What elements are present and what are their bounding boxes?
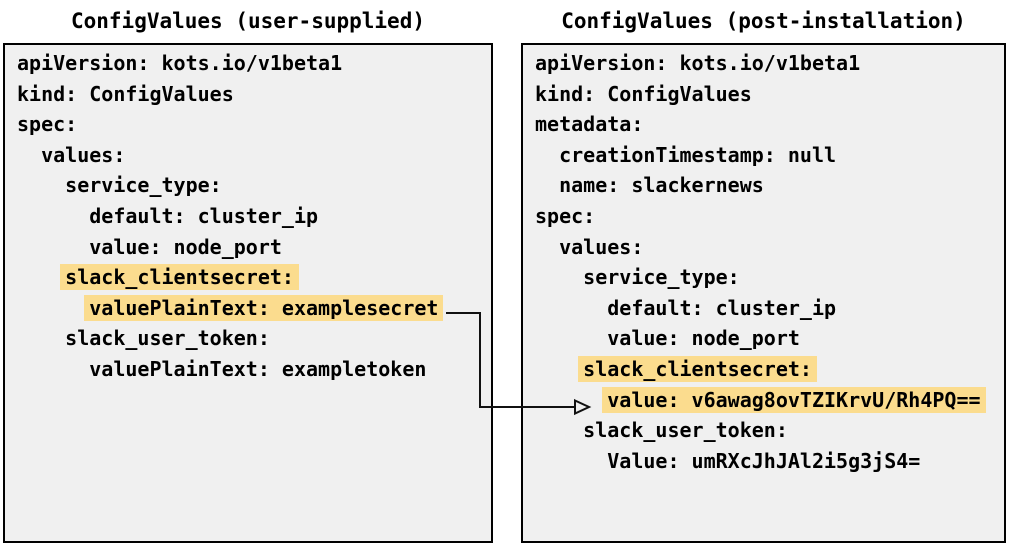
yaml-line: kind: ConfigValues xyxy=(535,79,992,110)
yaml-line: default: cluster_ip xyxy=(535,293,992,324)
yaml-text: kind: ConfigValues xyxy=(535,81,752,106)
right-panel-title: ConfigValues (post-installation) xyxy=(561,9,966,33)
yaml-text: name: slackernews xyxy=(559,173,764,198)
yaml-line-highlighted: valuePlainText: examplesecret xyxy=(17,293,479,324)
yaml-text: apiVersion: kots.io/v1beta1 xyxy=(17,51,343,75)
indent-spaces xyxy=(535,296,607,320)
indent-spaces xyxy=(535,143,559,167)
yaml-text: metadata: xyxy=(535,112,644,137)
yaml-text: creationTimestamp: null xyxy=(559,142,837,167)
yaml-text: slack_user_token: xyxy=(583,418,788,443)
indent-spaces xyxy=(535,388,607,412)
indent-spaces xyxy=(535,357,583,381)
yaml-text: service_type: xyxy=(65,173,222,198)
yaml-line: valuePlainText: exampletoken xyxy=(17,354,479,385)
post-installation-config-box: apiVersion: kots.io/v1beta1 kind: ConfigV… xyxy=(521,43,1006,543)
yaml-text: value: node_port xyxy=(89,234,282,259)
indent-spaces xyxy=(17,235,89,259)
yaml-text: spec: xyxy=(535,203,596,228)
yaml-text: slack_clientsecret: xyxy=(60,264,299,291)
yaml-text: value: node_port xyxy=(607,326,800,351)
yaml-line: spec: xyxy=(535,201,992,232)
indent-spaces xyxy=(17,265,65,289)
indent-spaces xyxy=(535,265,583,289)
yaml-line: service_type: xyxy=(535,262,992,293)
yaml-text: values: xyxy=(41,142,126,167)
indent-spaces xyxy=(17,173,65,197)
yaml-text: service_type: xyxy=(583,265,740,290)
yaml-text: slack_clientsecret: xyxy=(578,355,817,382)
yaml-line: value: node_port xyxy=(535,323,992,354)
yaml-line-highlighted: value: v6awag8ovTZIKrvU/Rh4PQ== xyxy=(535,385,992,416)
yaml-text: values: xyxy=(559,234,644,259)
yaml-line: spec: xyxy=(17,109,479,140)
yaml-line: value: node_port xyxy=(17,232,479,263)
yaml-line: creationTimestamp: null xyxy=(535,140,992,171)
yaml-text: spec: xyxy=(17,112,78,137)
yaml-line: default: cluster_ip xyxy=(17,201,479,232)
user-supplied-config-box: apiVersion: kots.io/v1beta1 kind: ConfigV… xyxy=(3,43,493,543)
indent-spaces xyxy=(535,326,607,350)
yaml-line: values: xyxy=(17,140,479,171)
yaml-text: Value: umRXcJhJAl2i5g3jS4= xyxy=(607,448,921,473)
yaml-line: service_type: xyxy=(17,170,479,201)
indent-spaces xyxy=(535,235,559,259)
yaml-line: apiVersion: kots.io/v1beta1 xyxy=(535,48,992,79)
yaml-line: values: xyxy=(535,232,992,263)
indent-spaces xyxy=(17,326,65,350)
yaml-line: slack_user_token: xyxy=(17,323,479,354)
yaml-text: default: cluster_ip xyxy=(607,295,837,320)
yaml-line: kind: ConfigValues xyxy=(17,79,479,110)
yaml-line: name: slackernews xyxy=(535,170,992,201)
yaml-line: apiVersion: kots.io/v1beta1 xyxy=(17,48,479,79)
yaml-line: slack_user_token: xyxy=(535,415,992,446)
left-panel-title: ConfigValues (user-supplied) xyxy=(70,9,425,33)
indent-spaces xyxy=(17,204,89,228)
yaml-line-highlighted: slack_clientsecret: xyxy=(17,262,479,293)
yaml-text: default: cluster_ip xyxy=(89,203,319,228)
yaml-line: metadata: xyxy=(535,109,992,140)
indent-spaces xyxy=(17,296,89,320)
yaml-text: valuePlainText: examplesecret xyxy=(84,294,444,321)
yaml-text: valuePlainText: exampletoken xyxy=(89,356,427,381)
yaml-text: kind: ConfigValues xyxy=(17,81,234,106)
indent-spaces xyxy=(535,173,559,197)
yaml-line: Value: umRXcJhJAl2i5g3jS4= xyxy=(535,446,992,477)
indent-spaces xyxy=(17,357,89,381)
indent-spaces xyxy=(535,449,607,473)
yaml-line-highlighted: slack_clientsecret: xyxy=(535,354,992,385)
indent-spaces xyxy=(535,418,583,442)
yaml-text: value: v6awag8ovTZIKrvU/Rh4PQ== xyxy=(602,386,986,413)
yaml-text: apiVersion: kots.io/v1beta1 xyxy=(535,51,861,75)
yaml-text: slack_user_token: xyxy=(65,326,270,351)
indent-spaces xyxy=(17,143,41,167)
